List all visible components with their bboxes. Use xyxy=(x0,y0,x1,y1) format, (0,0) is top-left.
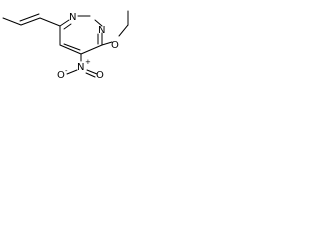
ring-double-bond-inner-3 xyxy=(63,43,81,51)
nitro-n-label: N xyxy=(77,62,84,73)
chemical-structure: N N O N + O - O xyxy=(2,10,129,79)
ethoxy-bond-c-o xyxy=(101,41,113,46)
nitro-double-bond-n-o-right xyxy=(85,72,96,78)
nitro-o-right-label: O xyxy=(96,70,104,79)
ring-bond-c2-n1 xyxy=(94,19,103,27)
propenyl-double-bond xyxy=(19,13,40,22)
ether-o-label: O xyxy=(111,40,119,51)
nitro-o-left-charge: - xyxy=(65,67,68,75)
ring-bond-c6-c5 xyxy=(80,44,103,55)
ring-bond-c4-n3 xyxy=(59,19,70,27)
ring-n-top-label: N xyxy=(69,12,76,23)
nitro-n-charge: + xyxy=(85,58,91,66)
propenyl-bond-2 xyxy=(20,17,41,26)
nitro-bond-n-o-right xyxy=(86,69,98,75)
propenyl-bond-1 xyxy=(39,17,61,27)
ring-double-bond-inner-1 xyxy=(63,23,72,30)
nitro-o-left-label: O xyxy=(57,70,65,79)
ethoxy-bond-o-c xyxy=(118,24,129,37)
ring-n-right-label: N xyxy=(98,25,105,36)
ring-bond-c5-c4 xyxy=(59,44,82,55)
molecule-canvas: N N O N + O - O xyxy=(0,0,139,79)
nitro-bond-n-o-left xyxy=(66,69,78,75)
propenyl-bond-3 xyxy=(2,17,22,26)
